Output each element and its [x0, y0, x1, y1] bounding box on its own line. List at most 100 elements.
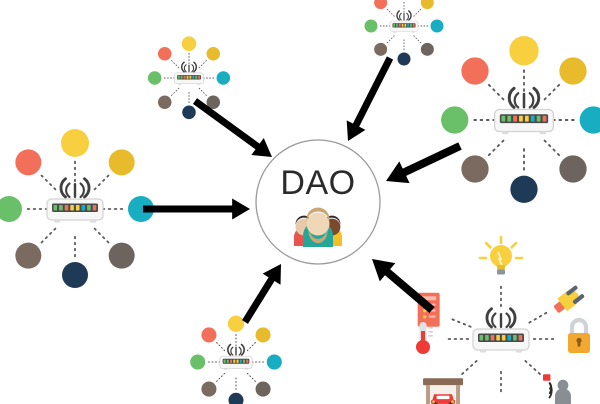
arrow-shaft [401, 142, 462, 177]
plug-pin [572, 294, 585, 304]
node-dot-gold[interactable] [108, 149, 135, 176]
node-dot-green[interactable] [364, 19, 378, 33]
panel-bar [428, 315, 436, 318]
node-dot-gold[interactable] [420, 0, 434, 10]
dao-center-node[interactable]: DAO [255, 139, 381, 265]
node-dot-green[interactable] [190, 354, 206, 370]
node-dot-navy[interactable] [510, 175, 538, 203]
node-dot-gold[interactable] [206, 46, 221, 61]
antenna [73, 183, 77, 198]
wifi-wave [240, 343, 245, 356]
router-led [70, 205, 74, 211]
arrow-head [251, 138, 272, 157]
router-led [519, 115, 523, 122]
router-foot [501, 131, 509, 135]
iot-cluster-top-left [147, 36, 231, 120]
node-dot-gray[interactable] [420, 42, 434, 56]
router-led [490, 335, 495, 341]
power-plug-icon[interactable] [551, 284, 585, 316]
padlock-icon[interactable] [568, 317, 590, 353]
node-dot-navy[interactable] [182, 105, 196, 120]
wifi-wave [79, 182, 85, 199]
node-dot-cyan[interactable] [266, 354, 282, 370]
node-dot-brown[interactable] [201, 381, 217, 397]
node-dot-yellow[interactable] [227, 315, 245, 332]
garage-roof [423, 378, 464, 386]
arrow-head [346, 120, 366, 141]
router-foot [480, 350, 486, 353]
node-dot-green[interactable] [147, 71, 162, 85]
node-dot-green[interactable] [441, 106, 469, 134]
node-dot-yellow[interactable] [509, 36, 539, 66]
router-foot [539, 131, 547, 135]
router-led [479, 335, 484, 341]
link-line [214, 340, 226, 352]
router-led [64, 205, 69, 211]
dao-circle[interactable] [255, 139, 381, 265]
antenna [403, 13, 405, 21]
node-dot-brown[interactable] [461, 155, 489, 183]
motion-sensor-icon[interactable] [542, 374, 571, 404]
light-ray [484, 241, 492, 249]
node-dot-cyan[interactable] [216, 71, 231, 85]
node-dot-navy[interactable] [62, 262, 88, 288]
router-led [513, 115, 517, 122]
node-dot-coral[interactable] [374, 0, 388, 10]
node-dot-gold[interactable] [255, 327, 271, 343]
node-dot-yellow[interactable] [61, 129, 89, 157]
plug-body [557, 290, 579, 312]
bulb-glass [490, 245, 512, 267]
wifi-router-icon [174, 61, 204, 86]
panel-screen [421, 296, 437, 301]
node-dot-coral[interactable] [461, 57, 489, 85]
router-led [239, 359, 242, 363]
lock-keyslot [577, 340, 581, 347]
node-dot-gray[interactable] [108, 242, 135, 269]
router-led [501, 335, 506, 341]
garage-icon[interactable] [423, 378, 464, 404]
arrow-shaft [383, 268, 435, 314]
node-dot-green[interactable] [0, 196, 22, 222]
node-dot-coral[interactable] [201, 327, 217, 343]
lightbulb-icon[interactable] [478, 235, 524, 275]
link-line [458, 360, 478, 378]
node-dot-brown[interactable] [157, 95, 172, 110]
node-dot-coral[interactable] [15, 149, 42, 176]
node-dot-cyan[interactable] [430, 19, 444, 33]
router-led [407, 24, 410, 27]
node-dot-navy[interactable] [228, 392, 244, 404]
router-led [485, 335, 489, 341]
node-dot-gold[interactable] [559, 57, 587, 85]
wifi-wave [191, 64, 195, 73]
person-center-beard-lower [310, 230, 326, 243]
node-dot-coral[interactable] [157, 46, 172, 61]
node-dot-cyan[interactable] [128, 196, 154, 222]
thermometer-icon[interactable] [416, 322, 433, 354]
link-line [214, 372, 226, 384]
node-dot-gray[interactable] [206, 95, 221, 110]
router-led [524, 115, 529, 122]
node-dot-gray[interactable] [255, 381, 271, 397]
link-line [198, 58, 209, 69]
router-foot [196, 83, 200, 86]
node-dot-cyan[interactable] [579, 106, 600, 134]
link-line [528, 310, 551, 324]
router-led [198, 75, 201, 79]
arrow-head [386, 161, 410, 184]
link-line [448, 317, 472, 328]
arrow-left-to-dao [143, 198, 250, 220]
node-dot-gray[interactable] [559, 155, 587, 183]
node-dot-yellow[interactable] [181, 36, 197, 51]
sensor-wave [548, 382, 553, 399]
link-line [37, 227, 57, 247]
arrow-shaft [242, 276, 276, 324]
node-dot-navy[interactable] [397, 52, 411, 66]
router-panel [222, 358, 250, 364]
node-dot-brown[interactable] [15, 242, 42, 269]
node-dot-brown[interactable] [374, 42, 388, 56]
thermo-mercury [421, 331, 425, 344]
router-led [246, 359, 249, 363]
router-led [404, 24, 407, 27]
router-led [233, 359, 236, 363]
bulb-base [497, 269, 505, 275]
